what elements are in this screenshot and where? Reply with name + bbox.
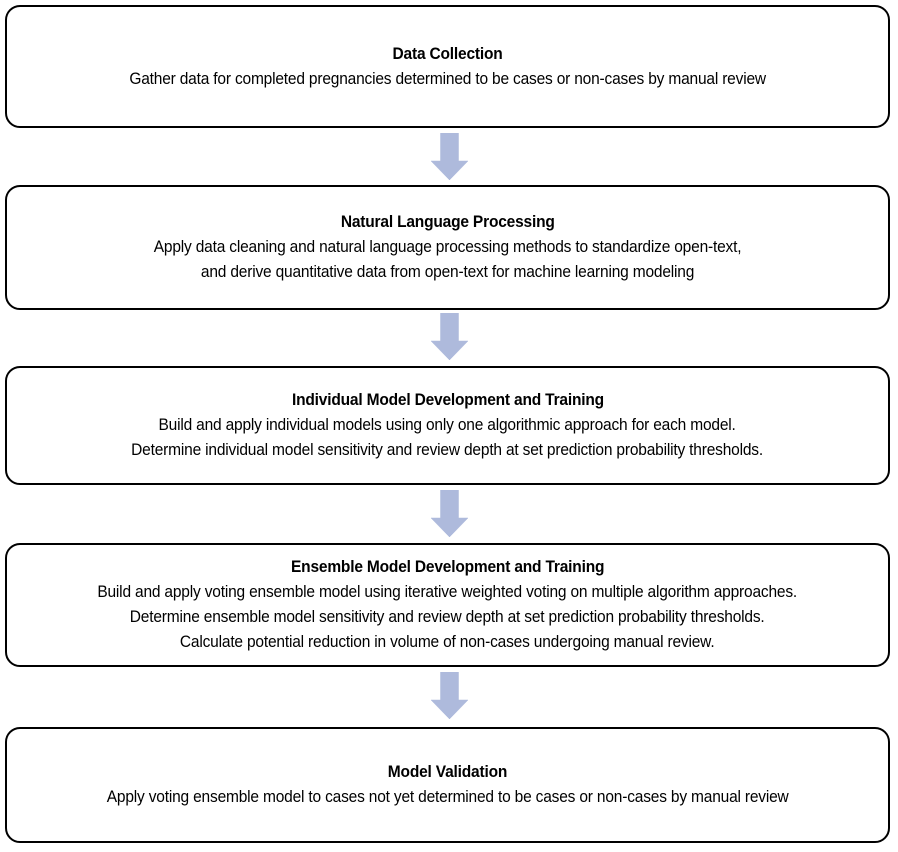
flowchart-node-ensemble-model-development-and-training: Ensemble Model Development and Training … (5, 543, 890, 667)
node-body-line: Apply data cleaning and natural language… (153, 238, 742, 256)
node-body: Apply voting ensemble model to cases not… (107, 785, 789, 810)
node-body: Apply data cleaning and natural language… (154, 235, 742, 285)
node-body-line: Build and apply voting ensemble model us… (97, 583, 798, 601)
down-arrow-icon (431, 313, 468, 360)
node-body-line: Calculate potential reduction in volume … (180, 633, 715, 651)
node-body-line: and derive quantitative data from open-t… (200, 263, 695, 281)
flowchart-node-individual-model-development-and-training: Individual Model Development and Trainin… (5, 366, 890, 485)
node-body: Gather data for completed pregnancies de… (129, 67, 766, 92)
node-title: Natural Language Processing (340, 213, 555, 231)
node-body-line: Determine ensemble model sensitivity and… (130, 608, 765, 626)
node-body-line: Apply voting ensemble model to cases not… (106, 788, 789, 806)
flowchart-node-data-collection: Data Collection Gather data for complete… (5, 5, 890, 128)
down-arrow-icon (431, 672, 468, 719)
node-title: Individual Model Development and Trainin… (291, 391, 604, 409)
node-body: Build and apply individual models using … (132, 413, 764, 463)
flowchart-node-natural-language-processing: Natural Language Processing Apply data c… (5, 185, 890, 310)
node-body: Build and apply voting ensemble model us… (98, 580, 798, 655)
down-arrow-icon (431, 490, 468, 537)
node-title: Data Collection (392, 44, 503, 63)
node-body-line: Build and apply individual models using … (158, 416, 737, 434)
down-arrow-icon (431, 133, 468, 180)
flowchart-node-model-validation: Model Validation Apply voting ensemble m… (5, 727, 890, 843)
node-title: Model Validation (387, 763, 508, 781)
node-title: Ensemble Model Development and Training (290, 558, 605, 576)
node-body-line: Gather data for completed pregnancies de… (129, 69, 766, 88)
node-body-line: Determine individual model sensitivity a… (131, 441, 764, 459)
